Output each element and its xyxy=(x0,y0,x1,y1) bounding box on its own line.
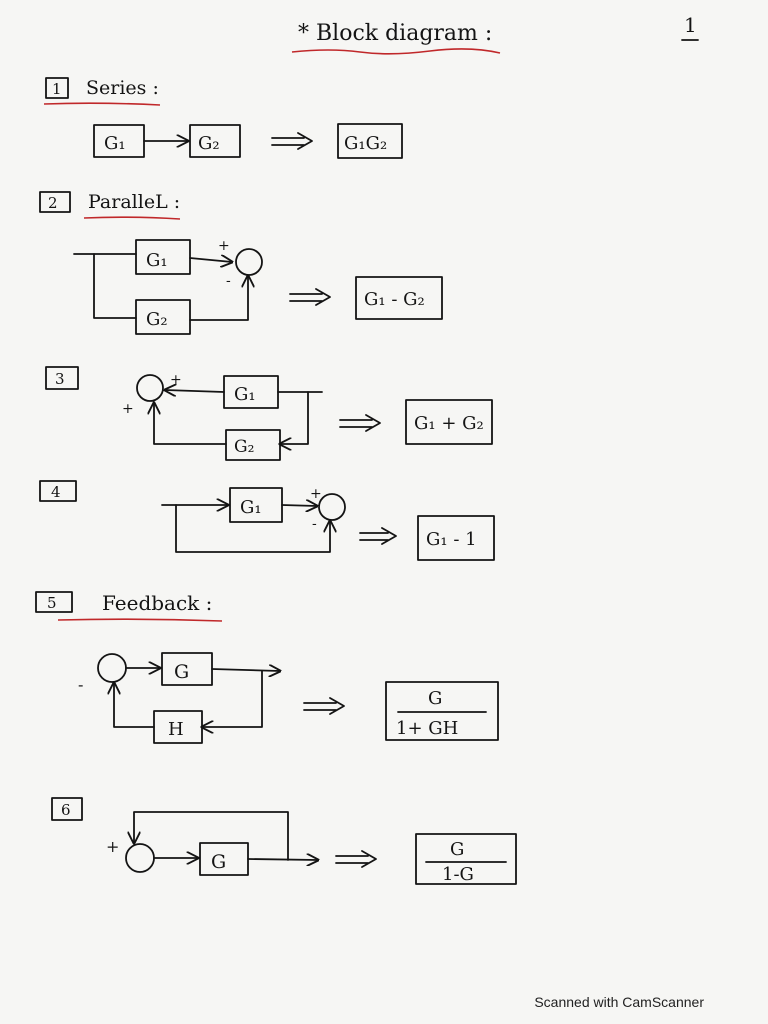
series-implies-arrow xyxy=(271,132,313,150)
section-4-sign-minus: - xyxy=(312,516,317,532)
parallel-summing-junction xyxy=(235,248,263,276)
feedback-output-arrow xyxy=(211,669,280,671)
parallel-branch-line xyxy=(93,253,137,319)
parallel-block-g2 xyxy=(135,299,191,335)
parallel-block-g1-label: G₁ xyxy=(146,250,168,271)
feedback-summing-junction xyxy=(97,653,127,683)
section-3-block-g2-label: G₂ xyxy=(234,437,254,457)
section-3-arrow-g1 xyxy=(165,390,225,392)
section-4-result-label: G₁ - 1 xyxy=(426,529,477,550)
section-1-label-box xyxy=(45,77,69,99)
section-3-block-g1-label: G₁ xyxy=(234,384,256,405)
section-3-block-g2 xyxy=(225,429,281,461)
feedback-sign-minus: - xyxy=(78,675,83,694)
section-6-output-arrow xyxy=(247,859,318,860)
page-title: * Block diagram : xyxy=(298,21,492,46)
feedback-result-denominator: 1+ GH xyxy=(396,718,458,739)
series-block-g1-label: G₁ xyxy=(104,133,126,154)
section-5-underline xyxy=(57,618,223,622)
section-6-implies-arrow xyxy=(335,850,377,868)
section-3-label: 3 xyxy=(55,370,65,388)
parallel-sign-minus: - xyxy=(226,273,231,289)
section-6-label-box xyxy=(51,797,83,821)
section-4-summing-junction xyxy=(318,493,346,521)
section-3-summing-junction xyxy=(136,374,164,402)
feedback-block-g-label: G xyxy=(174,661,189,683)
section-3-implies-arrow xyxy=(339,414,381,432)
series-result-block xyxy=(337,123,403,159)
feedback-return-line xyxy=(202,670,263,727)
section-6-summing-junction xyxy=(125,843,155,873)
parallel-implies-arrow xyxy=(289,288,331,306)
section-2-underline xyxy=(83,216,181,220)
series-block-g2-label: G₂ xyxy=(198,133,220,154)
section-4-arrow-g1 xyxy=(281,505,317,506)
section-1-underline xyxy=(43,102,161,106)
section-5-label: 5 xyxy=(47,594,57,612)
section-2-title: ParalleL : xyxy=(88,191,180,213)
section-4-sign-plus: + xyxy=(310,486,322,502)
series-block-g2 xyxy=(189,124,241,158)
scanner-watermark: Scanned with CamScanner xyxy=(534,994,704,1010)
section-4-bypass-line xyxy=(175,504,330,553)
section-3-branch-line xyxy=(280,391,309,444)
title-underline xyxy=(291,48,501,55)
section-3-label-box xyxy=(45,366,79,390)
section-6-sign-plus: + xyxy=(106,837,119,856)
parallel-sign-plus: + xyxy=(218,238,230,254)
series-result-label: G₁G₂ xyxy=(344,133,387,154)
parallel-block-g1 xyxy=(135,239,191,275)
section-4-block-g1-label: G₁ xyxy=(240,497,262,518)
section-4-label-box xyxy=(39,480,77,502)
section-3-sign-left: + xyxy=(122,401,134,417)
section-2-label-box xyxy=(39,191,71,213)
parallel-feed-line xyxy=(189,276,248,321)
page-number: 1 xyxy=(684,13,697,37)
parallel-arrow-g1 xyxy=(189,258,232,262)
parallel-result-block xyxy=(355,276,443,320)
section-2-label: 2 xyxy=(48,194,58,212)
section-6-result-numerator: G xyxy=(450,839,464,860)
section-5-title: Feedback : xyxy=(102,591,212,615)
feedback-loop-line xyxy=(114,683,155,728)
section-3-result-block xyxy=(405,399,493,445)
feedback-implies-arrow xyxy=(303,697,345,715)
section-6-label: 6 xyxy=(61,801,71,819)
section-1-label: 1 xyxy=(52,80,62,98)
parallel-block-g2-label: G₂ xyxy=(146,309,168,330)
section-4-label: 4 xyxy=(51,483,61,501)
section-3-feed-line xyxy=(154,403,227,445)
section-4-implies-arrow xyxy=(359,527,397,545)
feedback-result-block xyxy=(385,681,499,741)
section-4-result-block xyxy=(417,515,495,561)
section-1-title: Series : xyxy=(86,77,159,99)
section-3-sign-top: + xyxy=(170,372,182,388)
parallel-result-label: G₁ - G₂ xyxy=(364,289,425,310)
section-6-block-g-label: G xyxy=(211,851,226,873)
section-6-result-denominator: 1-G xyxy=(442,864,474,885)
section-6-result-block xyxy=(415,833,517,885)
section-5-label-box xyxy=(35,591,73,613)
feedback-block-h-label: H xyxy=(168,719,184,740)
section-3-result-label: G₁ + G₂ xyxy=(414,413,484,434)
section-6-loop-line xyxy=(134,811,289,861)
feedback-result-numerator: G xyxy=(428,688,442,709)
